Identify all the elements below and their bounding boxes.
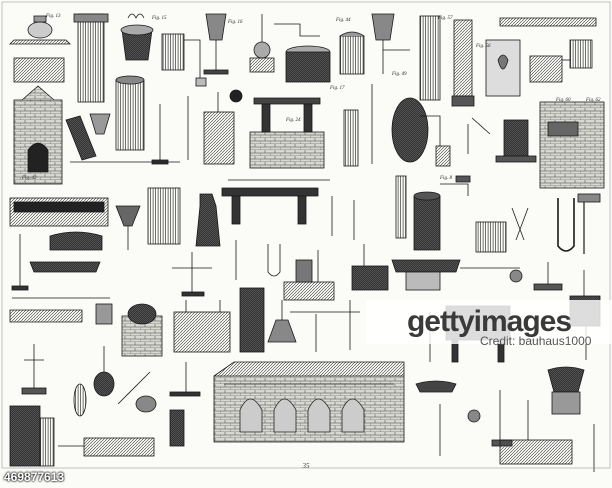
figure-label: Fig. 60 xyxy=(556,98,571,103)
row-4 xyxy=(11,231,585,301)
row-3 xyxy=(9,175,601,254)
watermark-band: gettyimages xyxy=(366,300,612,344)
figure-label: Fig. 42 xyxy=(22,176,37,181)
watermark-credit: Credit: bauhaus1000 xyxy=(480,334,592,348)
figure-label: Fig. 24 xyxy=(286,118,301,123)
figure-label: Fig. 56 xyxy=(476,44,491,49)
image-id: 469877613 xyxy=(4,470,65,484)
figure-label: Fig. 8 xyxy=(440,176,452,181)
plate-number: 35 xyxy=(302,462,310,470)
figure-label: Fig. 57 xyxy=(438,16,453,21)
figure-label: Fig. 15 xyxy=(152,16,167,21)
figure-label: Fig. 49 xyxy=(392,72,407,77)
watermark-logo: gettyimages xyxy=(406,305,572,338)
figure-label: Fig. 13 xyxy=(46,14,61,19)
figure-label: Fig. 62 xyxy=(586,98,601,103)
figure-label: Fig. 17 xyxy=(330,86,345,91)
figure-label: Fig. 16 xyxy=(228,20,243,25)
figure-label: Fig. 44 xyxy=(336,18,351,23)
row-6 xyxy=(9,344,595,472)
row-2 xyxy=(13,57,605,189)
row-1 xyxy=(9,13,597,107)
